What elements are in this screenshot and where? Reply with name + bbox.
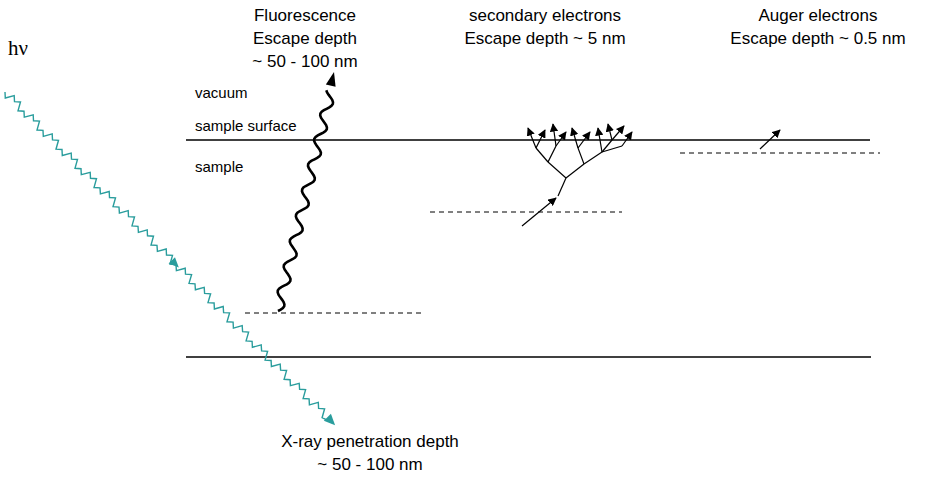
process-title: Auger electrons <box>758 6 877 26</box>
depth-value: ~ 50 - 100 nm <box>252 52 357 72</box>
auger-arrow <box>760 130 780 149</box>
photon-label: hν <box>8 36 28 60</box>
escape-label: Escape depth <box>253 29 357 49</box>
escape-label: Escape depth ~ 5 nm <box>464 29 625 49</box>
fluorescence-arrowhead <box>326 72 336 87</box>
xray-arrowhead <box>169 257 179 267</box>
surface-label: sample surface <box>195 117 297 134</box>
region-label: vacuum <box>195 84 248 101</box>
fluorescence-depth <box>245 313 425 314</box>
surface-line <box>186 139 870 140</box>
xray-arrowhead <box>324 414 335 425</box>
depth-line <box>186 356 871 357</box>
xray-beam <box>5 92 333 423</box>
auger-depth <box>680 153 880 154</box>
process-title: secondary electrons <box>469 6 621 26</box>
penetration-label: X-ray penetration depth <box>281 432 459 452</box>
region-label: sample <box>195 158 243 175</box>
escape-label: Escape depth ~ 0.5 nm <box>730 29 905 49</box>
process-title: Fluorescence <box>254 6 356 26</box>
depth-value: ~ 50 - 100 nm <box>317 455 422 475</box>
secondary-cascade <box>522 124 632 226</box>
secondary-depth <box>430 212 622 213</box>
